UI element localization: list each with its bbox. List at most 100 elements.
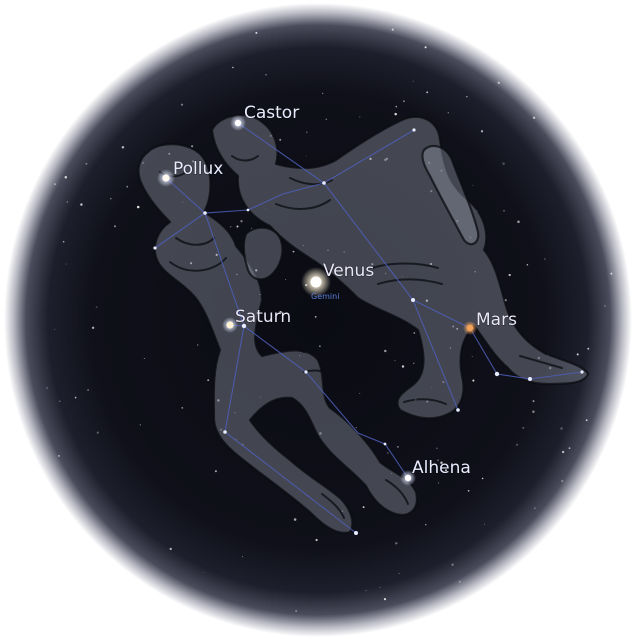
- field-star: [67, 201, 68, 202]
- field-star: [533, 400, 535, 402]
- field-star: [363, 506, 365, 508]
- field-star: [610, 273, 612, 275]
- field-star: [426, 91, 428, 93]
- field-star: [387, 452, 388, 453]
- field-star: [181, 407, 183, 409]
- field-star: [54, 183, 56, 185]
- field-star: [498, 82, 500, 84]
- field-star: [65, 176, 68, 179]
- field-star: [403, 100, 405, 102]
- field-star: [604, 305, 605, 306]
- field-star: [237, 226, 239, 228]
- field-star: [207, 379, 209, 381]
- field-star: [203, 572, 204, 573]
- field-star: [522, 427, 524, 429]
- field-star: [448, 112, 449, 113]
- field-star: [560, 427, 563, 430]
- field-star: [468, 490, 470, 492]
- field-star: [466, 96, 467, 97]
- field-star: [54, 329, 55, 330]
- field-star: [326, 119, 328, 121]
- field-star: [110, 198, 112, 200]
- field-star: [46, 387, 47, 388]
- field-star: [534, 508, 535, 509]
- field-star: [399, 573, 400, 574]
- field-star: [586, 419, 588, 421]
- field-star: [392, 28, 394, 30]
- field-star: [122, 146, 125, 149]
- field-star: [509, 274, 511, 276]
- planet-label-mars: Mars: [476, 310, 517, 330]
- constellation-label-gemini: Gemini: [311, 292, 339, 301]
- field-star: [63, 241, 65, 243]
- field-star: [197, 344, 198, 345]
- field-star: [59, 400, 61, 402]
- field-star: [459, 581, 460, 582]
- field-star: [255, 32, 257, 34]
- field-star: [527, 264, 528, 265]
- field-star: [356, 427, 357, 428]
- field-star: [322, 93, 323, 94]
- field-star: [359, 116, 360, 117]
- star-label-pollux: Pollux: [173, 159, 223, 179]
- field-star: [384, 350, 386, 352]
- field-star: [482, 478, 484, 480]
- planet-label-venus: Venus: [323, 261, 374, 281]
- field-star: [279, 139, 281, 141]
- field-star: [587, 348, 589, 350]
- field-star: [562, 451, 564, 453]
- field-star: [472, 356, 473, 357]
- field-star: [394, 113, 396, 115]
- field-star: [75, 397, 77, 399]
- field-star: [365, 590, 366, 591]
- field-star: [315, 539, 317, 541]
- field-star: [413, 81, 414, 82]
- field-star: [80, 203, 82, 205]
- field-star: [544, 258, 545, 259]
- field-star: [306, 132, 308, 134]
- field-star: [425, 524, 426, 525]
- field-star: [126, 186, 128, 188]
- field-star: [285, 279, 286, 280]
- field-star: [533, 117, 535, 119]
- field-star: [481, 130, 483, 132]
- field-star: [502, 162, 504, 164]
- field-star: [516, 444, 518, 446]
- field-star: [436, 448, 438, 450]
- field-star: [472, 185, 473, 186]
- field-star: [425, 46, 427, 48]
- field-star: [306, 156, 307, 157]
- field-star: [319, 345, 321, 347]
- field-star: [85, 163, 87, 165]
- field-star: [517, 221, 520, 224]
- field-star: [402, 365, 404, 367]
- field-star: [66, 264, 67, 265]
- field-star: [569, 447, 571, 449]
- field-star: [114, 225, 116, 227]
- field-star: [532, 410, 535, 413]
- field-star: [137, 206, 140, 209]
- field-star: [384, 598, 386, 600]
- planet-mars[interactable]: [463, 321, 477, 335]
- field-star: [87, 389, 89, 391]
- field-star: [451, 564, 453, 566]
- sky-dome: [4, 3, 632, 637]
- field-star: [413, 363, 414, 364]
- field-star: [379, 587, 380, 588]
- field-star: [561, 480, 564, 483]
- field-star: [58, 455, 60, 457]
- field-star: [315, 316, 317, 318]
- field-star: [230, 226, 231, 227]
- field-star: [395, 106, 397, 108]
- field-star: [577, 353, 579, 355]
- field-star: [144, 358, 145, 359]
- field-star: [438, 482, 439, 483]
- field-star: [140, 424, 141, 425]
- field-star: [97, 432, 99, 434]
- planet-label-saturn: Saturn: [235, 307, 291, 327]
- field-star: [472, 380, 474, 382]
- field-star: [397, 446, 399, 448]
- field-star: [265, 74, 266, 75]
- field-star: [92, 327, 94, 329]
